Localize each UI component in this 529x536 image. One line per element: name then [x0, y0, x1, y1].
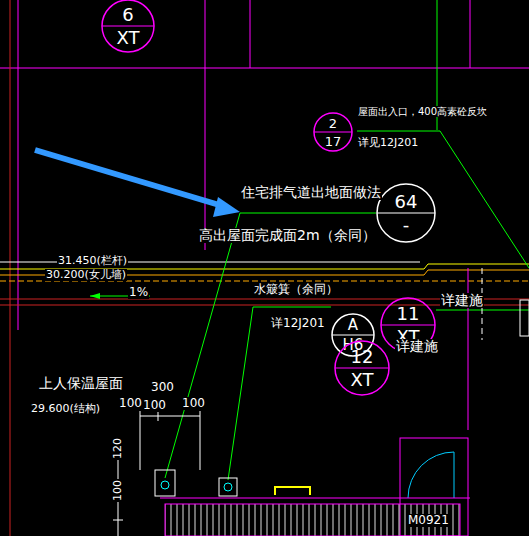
sheet-number: 17 [313, 135, 353, 148]
note-text: 1% [128, 286, 149, 299]
leader-line [165, 213, 376, 478]
circle-divider [332, 334, 374, 335]
dimension-text: 100 [112, 479, 124, 502]
exhaust-vent [155, 470, 175, 496]
dimension-text: 100 [142, 399, 167, 412]
axis-line [10, 0, 11, 536]
grid-line [0, 68, 529, 69]
dimension-line [140, 416, 200, 417]
circle-ring [377, 184, 435, 242]
sheet-number: XT [334, 371, 390, 389]
note-text: 住宅排气道出地面做法 [240, 185, 382, 200]
circle-divider [377, 212, 435, 213]
door-swing [408, 452, 454, 498]
callout-number: 11 [380, 305, 436, 323]
sheet-number: - [376, 216, 436, 234]
note-text: 详建施 [440, 293, 484, 308]
dimension-text: 100 [118, 397, 143, 410]
dimension-text: 100 [181, 397, 206, 410]
note-text: 详12J201 [270, 317, 326, 330]
pointer-arrow-head [213, 197, 240, 217]
circle-ring [102, 0, 154, 52]
callout-number: 6 [101, 6, 155, 24]
circle-outline [376, 183, 436, 243]
note-text: 水簸箕（余同） [253, 283, 339, 296]
callout-number: 2 [313, 117, 353, 130]
sheet-number: XT [101, 29, 155, 47]
dimension-line [200, 411, 201, 470]
dimension-tick [158, 411, 159, 421]
callout-circle: 6XT [101, 0, 155, 53]
note-text: M0921 [407, 514, 450, 527]
grid-line [250, 0, 251, 68]
opening-mark [275, 487, 310, 495]
note-text: 高出屋面完成面2m（余同） [198, 228, 377, 243]
roof-edge [160, 498, 470, 499]
leader-line [357, 131, 529, 268]
callout-number: A [331, 318, 375, 333]
exhaust-vent-hole [161, 481, 169, 489]
callout-circle: 64 - [376, 183, 436, 243]
callout-circle: 217 [313, 112, 353, 152]
circle-ring [335, 341, 389, 395]
note-text: 29.600(结构) [30, 403, 101, 415]
note-text: 上人保温屋面 [38, 376, 124, 391]
slope-arrow-head [90, 293, 100, 299]
dimension-tick [113, 520, 123, 521]
leader-line [228, 307, 331, 480]
pointer-arrow [35, 150, 226, 207]
circle-divider [102, 25, 154, 26]
note-text: 31.450(栏杆) [57, 255, 128, 267]
wall-detail [520, 300, 529, 336]
circle-ring [314, 113, 352, 151]
note-text: 详见12J201 [357, 137, 419, 149]
dimension-text: 300 [150, 381, 175, 394]
circle-divider [314, 131, 352, 132]
dimension-text: 120 [112, 437, 124, 460]
note-text: 详建施 [395, 339, 439, 354]
callout-number: 64 [376, 193, 436, 211]
note-text: 30.200(女儿墙) [45, 269, 127, 281]
water-basin-hole [224, 483, 232, 491]
circle-divider [335, 367, 389, 368]
railing [165, 504, 460, 536]
note-text: 屋面出入口，400高素砼反坎 [357, 106, 488, 117]
water-basin [219, 478, 237, 496]
grid-line [205, 0, 206, 250]
circle-divider [381, 324, 435, 325]
callout-number: 12 [334, 348, 390, 366]
callout-circle: 12XT [334, 340, 390, 396]
wall-line [470, 0, 471, 68]
dimension-line [140, 411, 141, 470]
